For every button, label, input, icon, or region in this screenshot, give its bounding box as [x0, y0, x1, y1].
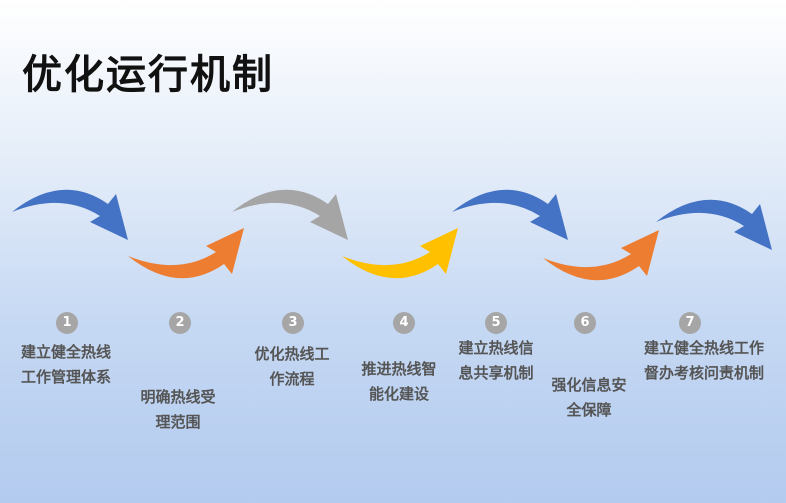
step-arrow-4	[342, 228, 458, 279]
step-label-2: 明确热线受理范围	[140, 388, 216, 431]
step-number-7: 7	[679, 312, 701, 334]
page-title: 优化运行机制	[22, 52, 274, 98]
step-number-2: 2	[169, 312, 191, 334]
step-label-3: 优化热线工作流程	[254, 345, 330, 388]
step-label-6: 强化信息安全保障	[551, 376, 627, 419]
step-arrow-2	[128, 228, 244, 279]
step-arrow-7	[656, 199, 772, 250]
step-number-4: 4	[393, 312, 415, 334]
step-arrow-1	[12, 189, 128, 240]
step-number-3: 3	[282, 312, 304, 334]
step-arrow-3	[232, 189, 348, 240]
step-label-5: 建立热线信息共享机制	[458, 339, 534, 382]
step-number-5: 5	[485, 312, 507, 334]
step-label-7: 建立健全热线工作督办考核问责机制	[644, 339, 765, 382]
step-arrow-6	[543, 230, 659, 281]
step-label-1: 建立健全热线工作管理体系	[20, 343, 111, 386]
step-number-1: 1	[56, 312, 78, 334]
step-number-6: 6	[574, 312, 596, 334]
step-arrow-5	[452, 189, 568, 240]
step-label-4: 推进热线智能化建设	[361, 360, 437, 403]
